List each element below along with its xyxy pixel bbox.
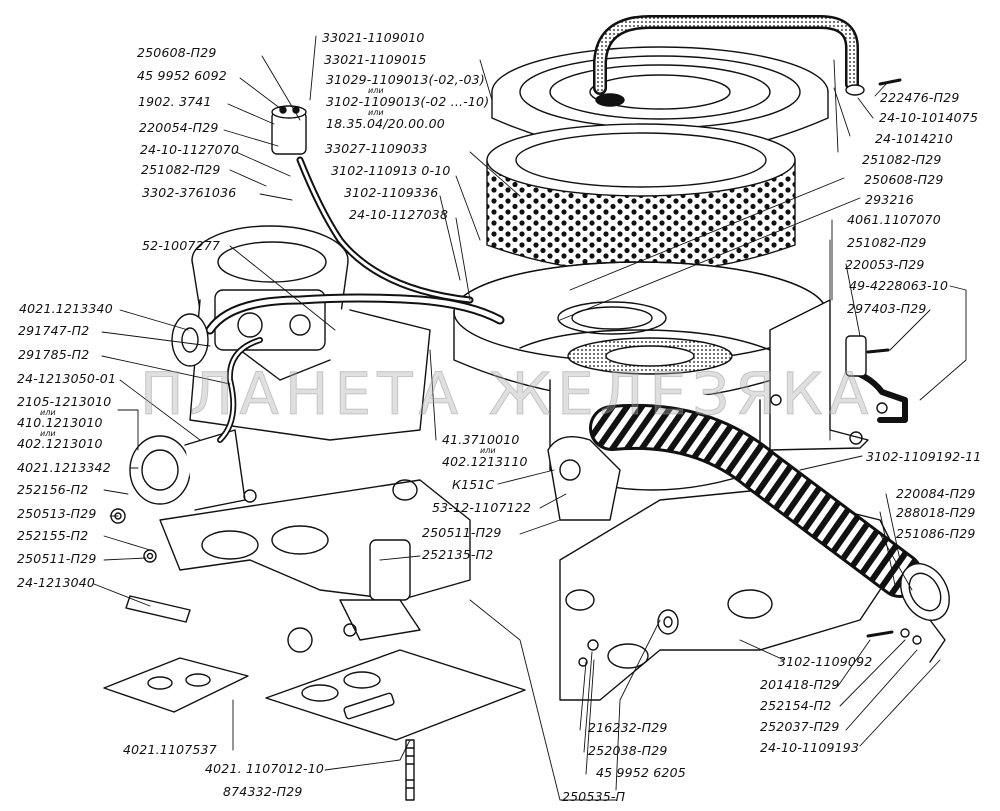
part-label: 250511-П29 — [17, 551, 97, 566]
part-label: 251082-П29 — [141, 162, 221, 177]
part-label: 18.35.04/20.00.00 — [326, 116, 445, 131]
part-label: 3102-1109092 — [778, 654, 873, 669]
part-label: 291785-П2 — [18, 347, 90, 362]
part-label: 252038-П29 — [588, 743, 668, 758]
part-label: 3102-1109013(-02 ...-10) — [326, 94, 490, 109]
part-label: 252135-П2 — [422, 547, 494, 562]
part-label: 252155-П2 — [17, 528, 89, 543]
part-label: 250608-П29 — [864, 172, 944, 187]
part-label: 251086-П29 — [896, 526, 976, 541]
part-label: 24-10-1109193 — [760, 740, 860, 755]
or-note: или — [40, 429, 56, 438]
part-label: 250535-П — [562, 789, 626, 804]
part-label: 4021.1107537 — [123, 742, 217, 757]
part-label: 3102-1109336 — [344, 185, 439, 200]
part-label: 2105-1213010 — [17, 394, 112, 409]
air-filter-assembly — [453, 15, 869, 491]
or-note: или — [480, 446, 496, 455]
part-label: 288018-П29 — [896, 505, 976, 520]
part-label: 33021-1109010 — [322, 30, 425, 45]
part-label: 297403-П29 — [847, 301, 927, 316]
part-label: 3302-3761036 — [142, 185, 237, 200]
part-label: 24-1014210 — [875, 131, 954, 146]
part-label: 250511-П29 — [422, 525, 502, 540]
or-note: или — [368, 108, 384, 117]
part-label: 53-12-1107122 — [432, 500, 532, 515]
part-label: 874332-П29 — [223, 784, 303, 799]
part-label: 201418-П29 — [760, 677, 840, 692]
part-label: 1902. 3741 — [138, 94, 212, 109]
part-label: 49-4228063-10 — [849, 278, 949, 293]
part-label: 252156-П2 — [17, 482, 89, 497]
part-label: 3102-1109192-11 — [866, 449, 982, 464]
part-label: 250513-П29 — [17, 506, 97, 521]
part-label: 291747-П2 — [18, 323, 90, 338]
part-label: 251082-П29 — [847, 235, 927, 250]
part-label: 24-1213050-01 — [17, 371, 117, 386]
part-label: 220054-П29 — [139, 120, 219, 135]
part-label: 45 9952 6205 — [596, 765, 686, 780]
part-label: 33027-1109033 — [325, 141, 428, 156]
part-label: 220053-П29 — [845, 257, 925, 272]
part-label: 4021.1213340 — [19, 301, 113, 316]
part-label: 402.1213010 — [17, 436, 103, 451]
part-label: 251082-П29 — [862, 152, 942, 167]
carburetor-assembly — [103, 105, 526, 801]
part-label: 24-10-1014075 — [879, 110, 979, 125]
part-label: 220084-П29 — [896, 486, 976, 501]
leader-lines — [93, 35, 967, 801]
part-label: 293216 — [865, 192, 914, 207]
part-label: 4021. 1107012-10 — [205, 761, 325, 776]
or-note: или — [368, 86, 384, 95]
part-label: 24-10-1127038 — [349, 207, 449, 222]
part-label: 4021.1213342 — [17, 460, 111, 475]
part-label: 52-1007277 — [142, 238, 221, 253]
watermark: ПЛАНЕТА ЖЕЛЕЗЯКА — [139, 360, 875, 429]
part-label: 402.1213110 — [442, 454, 528, 469]
part-label: 410.1213010 — [17, 415, 103, 430]
part-label: 216232-П29 — [588, 720, 668, 735]
part-label: 252154-П2 — [760, 698, 832, 713]
part-label: 252037-П29 — [760, 719, 840, 734]
part-label: 24-10-1127070 — [140, 142, 240, 157]
part-label: 41.3710010 — [442, 432, 520, 447]
part-label: 31029-1109013(-02,-03) — [326, 72, 485, 87]
part-label: 24-1213040 — [17, 575, 96, 590]
part-label: 45 9952 6092 — [137, 68, 227, 83]
exhaust-manifold-and-hose — [547, 78, 950, 701]
part-label: 4061.1107070 — [847, 212, 941, 227]
part-label: К151С — [452, 477, 495, 492]
part-label: 33021-1109015 — [324, 52, 427, 67]
or-note: или — [40, 408, 56, 417]
part-label: 250608-П29 — [137, 45, 217, 60]
part-label: 3102-110913 0-10 — [331, 163, 451, 178]
part-label: 222476-П29 — [880, 90, 960, 105]
